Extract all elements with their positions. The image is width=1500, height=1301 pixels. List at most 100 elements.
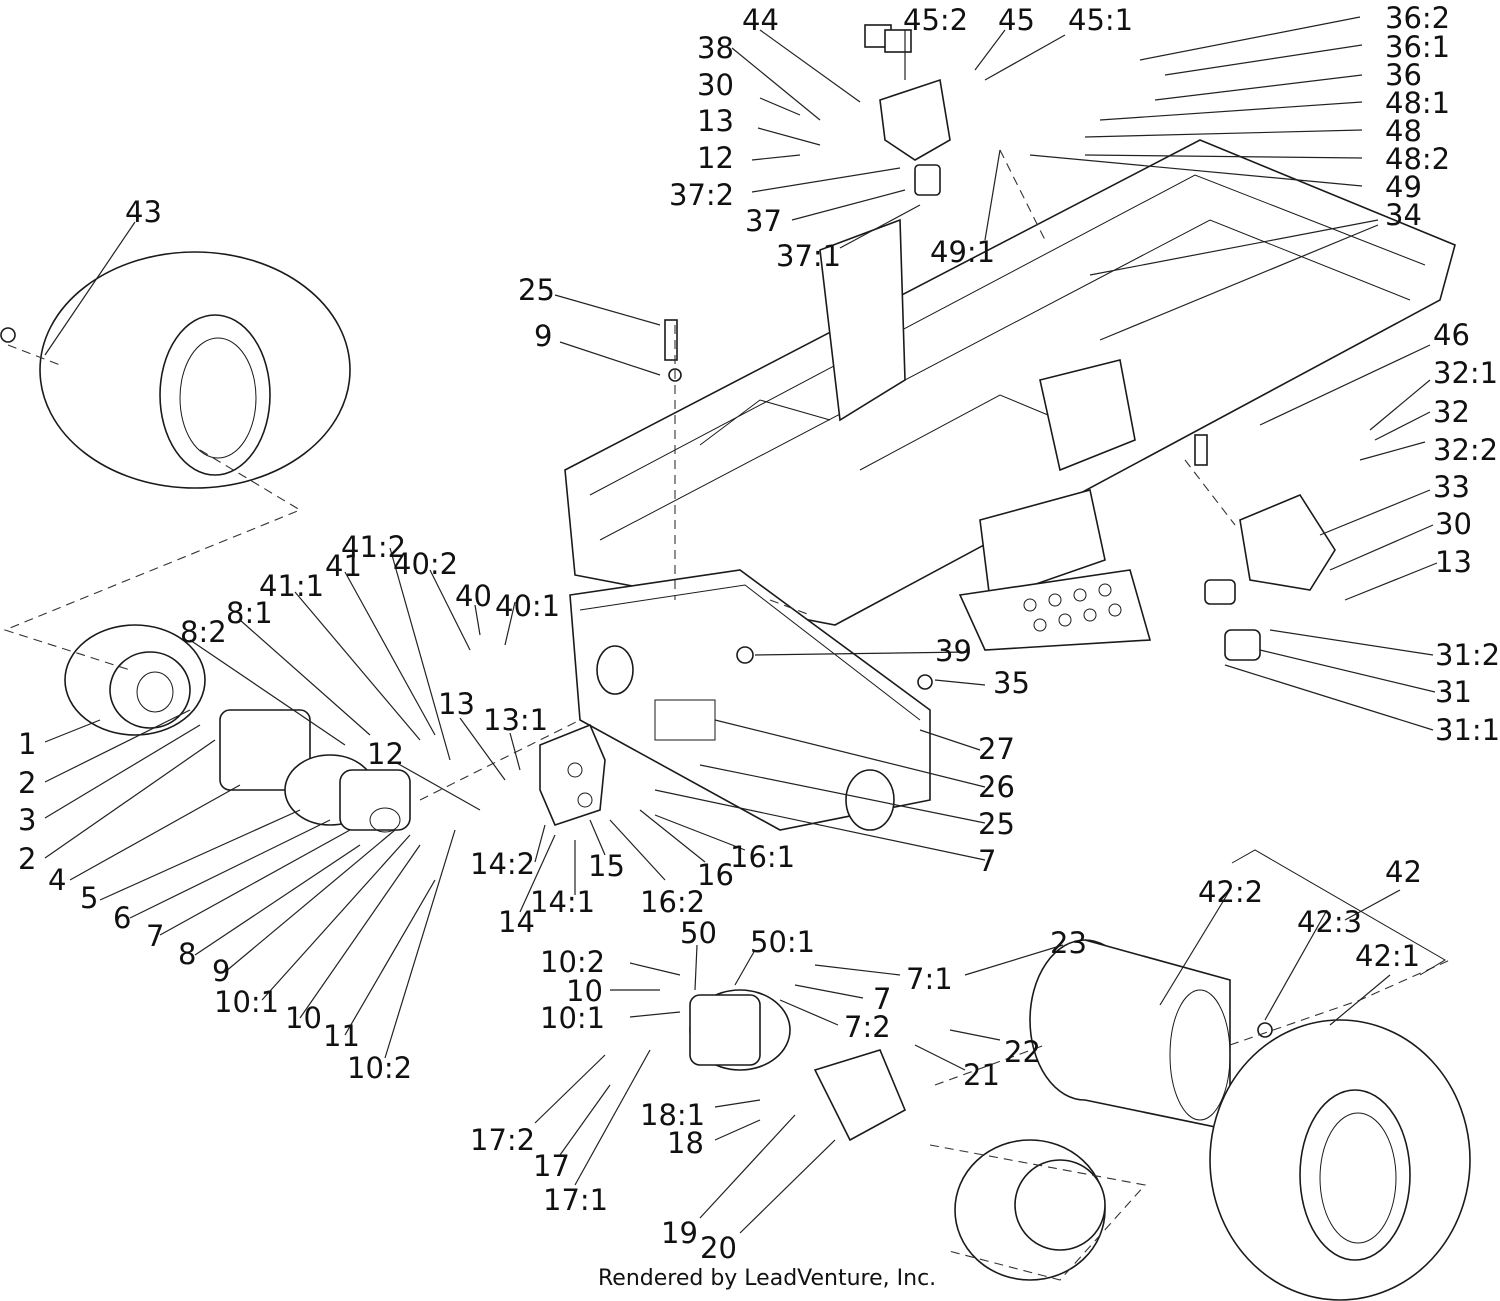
callout-label: 9 [212, 954, 230, 988]
left-tire [39, 251, 351, 489]
callout-label: 30 [1435, 507, 1472, 541]
right-rim [1029, 939, 1231, 1131]
callout-label: 38 [697, 31, 734, 65]
callout-label: 7:1 [906, 962, 953, 996]
callout-label: 40:2 [393, 547, 458, 581]
callout-label: 5 [80, 881, 98, 915]
bracket-42 [1231, 849, 1446, 976]
callout-label: 16 [697, 858, 734, 892]
callout-label: 31 [1435, 675, 1472, 709]
callout-label: 25 [978, 807, 1015, 841]
callout-label: 21 [963, 1058, 1000, 1092]
callout-label: 1 [18, 727, 36, 761]
callout-label: 4 [48, 863, 66, 897]
callout-label: 8:1 [226, 596, 273, 630]
callout-label: 39 [935, 634, 972, 668]
callout-label: 50:1 [750, 925, 815, 959]
callout-label: 49:1 [930, 235, 995, 269]
callout-label: 3 [18, 803, 36, 837]
callout-label: 42:1 [1355, 939, 1420, 973]
callout-label: 10:1 [540, 1001, 605, 1035]
callout-label: 10 [285, 1001, 322, 1035]
callout-label: 40 [455, 579, 492, 613]
callout-label: 45:2 [903, 3, 968, 37]
callout-label: 31:1 [1435, 713, 1500, 747]
callout-label: 36:2 [1385, 1, 1450, 35]
callout-label: 14 [498, 905, 535, 939]
callout-label: 26 [978, 770, 1015, 804]
callout-label: 2 [18, 766, 36, 800]
callout-label: 41:1 [259, 569, 324, 603]
callout-label: 27 [978, 732, 1015, 766]
callout-label: 48:2 [1385, 142, 1450, 176]
callout-label: 13 [697, 104, 734, 138]
callout-label: 17 [533, 1149, 570, 1183]
callout-label: 30 [697, 68, 734, 102]
callout-label: 17:1 [543, 1183, 608, 1217]
callout-label: 45:1 [1068, 3, 1133, 37]
callout-label: 18 [667, 1126, 704, 1160]
callout-label: 45 [998, 3, 1035, 37]
callout-label: 7 [978, 844, 996, 878]
callout-label: 10 [566, 974, 603, 1008]
callout-label: 42:2 [1198, 875, 1263, 909]
callout-label: 7:2 [844, 1010, 891, 1044]
callout-label: 10:2 [347, 1051, 412, 1085]
callout-label: 44 [742, 3, 779, 37]
callout-label: 40:1 [495, 589, 560, 623]
callout-label: 19 [661, 1216, 698, 1250]
callout-label: 13 [438, 687, 475, 721]
right-motor [689, 989, 1106, 1281]
callout-label: 6 [113, 901, 131, 935]
callout-label: 50 [680, 916, 717, 950]
callout-label: 41:2 [341, 530, 406, 564]
callout-label: 10:1 [214, 985, 279, 1019]
callout-label: 11 [323, 1019, 360, 1053]
callout-label: 16:1 [730, 840, 795, 874]
callout-label: 8 [178, 937, 196, 971]
top-manifold [864, 24, 951, 196]
callout-label: 48:1 [1385, 86, 1450, 120]
callout-label: 37:1 [776, 239, 841, 273]
callout-label: 25 [518, 273, 555, 307]
callout-label: 7 [873, 982, 891, 1016]
callout-label: 46 [1433, 318, 1470, 352]
callout-label: 16:2 [640, 885, 705, 919]
callout-label: 12 [367, 737, 404, 771]
callout-label: 23 [1050, 926, 1087, 960]
callout-label: 17:2 [470, 1123, 535, 1157]
callout-label: 37:2 [669, 178, 734, 212]
callout-label: 41 [325, 549, 362, 583]
callout-label: 22 [1004, 1035, 1041, 1069]
callout-label: 7 [146, 919, 164, 953]
callout-label: 48 [1385, 114, 1422, 148]
callout-label: 9 [534, 319, 552, 353]
callout-label: 15 [588, 849, 625, 883]
center-valve [539, 723, 606, 826]
callout-label: 36:1 [1385, 30, 1450, 64]
hardware-hints [0, 319, 1273, 1038]
callout-label: 32:2 [1433, 433, 1498, 467]
footplate-holes [1023, 583, 1122, 632]
callout-label: 32 [1433, 395, 1470, 429]
callout-label: 20 [700, 1231, 737, 1265]
callout-label: 35 [993, 666, 1030, 700]
callout-label: 12 [697, 141, 734, 175]
left-motor [219, 709, 411, 833]
callout-label: 42 [1385, 855, 1422, 889]
callout-label: 13 [1435, 545, 1472, 579]
left-hub [64, 624, 206, 736]
callout-label: 37 [745, 204, 782, 238]
frame-drawing [564, 139, 1456, 651]
callout-label: 13:1 [483, 703, 548, 737]
callout-labels: 43 38 44 45:2 45 45:1 36:2 36:1 36 48:1 … [18, 1, 1500, 1265]
callout-label: 49 [1385, 170, 1422, 204]
callout-label: 36 [1385, 58, 1422, 92]
callout-label: 34 [1385, 198, 1422, 232]
right-tire [1209, 1019, 1471, 1301]
callout-label: 10:2 [540, 945, 605, 979]
callout-label: 14:2 [470, 847, 535, 881]
callout-label: 33 [1433, 470, 1470, 504]
callout-label: 14:1 [530, 885, 595, 919]
